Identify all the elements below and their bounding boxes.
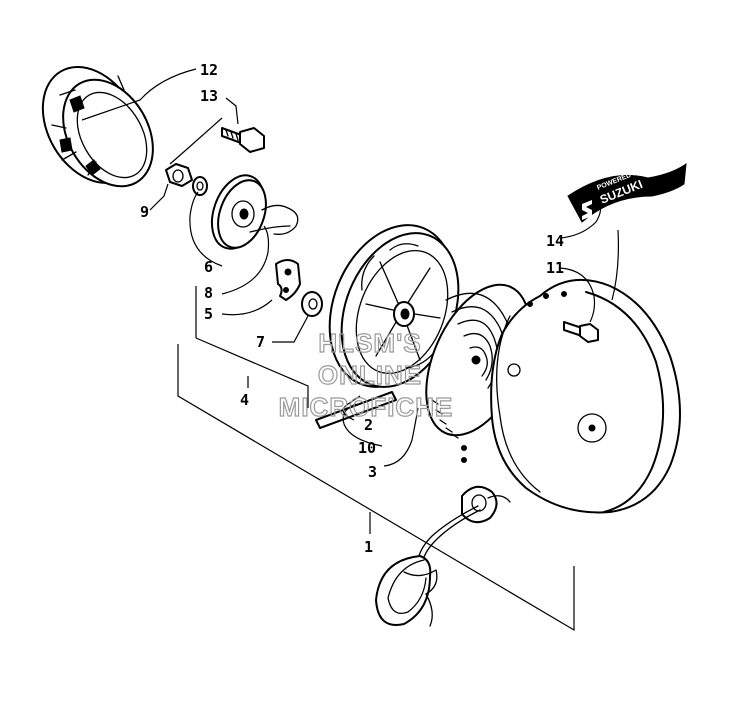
bolt-part-13[interactable] [221, 127, 265, 153]
callout-5: 5 [204, 305, 213, 323]
callout-14: 14 [546, 232, 564, 250]
ratchet-part-5[interactable] [275, 259, 301, 301]
callout-9: 9 [140, 203, 149, 221]
watermark-line-3: MICROFICHE [279, 392, 454, 422]
reel-part-2[interactable] [307, 206, 480, 405]
watermark-line-2: ONLINE [318, 360, 422, 390]
suzuki-decal-part-14[interactable]: POWERED BY SUZUKI [567, 162, 687, 223]
callout-13: 13 [200, 87, 218, 105]
bushing-part-7[interactable] [301, 291, 323, 317]
callout-8: 8 [204, 284, 213, 302]
leader-lines [81, 68, 619, 632]
watermark: HLSM'S ONLINE MICROFICHE [278, 327, 454, 422]
starter-cup-part-12[interactable] [23, 49, 171, 202]
friction-plate-part-8[interactable] [202, 168, 299, 256]
watermark-line-1: HLSM'S [318, 328, 421, 358]
callout-1: 1 [364, 538, 373, 556]
starter-housing-part-1[interactable] [461, 279, 681, 524]
callout-7: 7 [256, 333, 265, 351]
callout-2: 2 [364, 416, 373, 434]
washer-part-6[interactable] [192, 176, 208, 196]
callout-12: 12 [200, 61, 218, 79]
callout-4: 4 [240, 391, 249, 409]
callout-labels: 12 13 9 6 8 5 7 4 2 10 3 1 14 11 [140, 61, 564, 556]
callout-11: 11 [546, 259, 564, 277]
screw-part-11[interactable] [563, 321, 599, 343]
rope-part-10[interactable] [315, 391, 397, 429]
nut-part-9[interactable] [165, 163, 193, 187]
callout-6: 6 [204, 258, 213, 276]
callout-10: 10 [358, 439, 376, 457]
callout-3: 3 [368, 463, 377, 481]
starter-rope-handle[interactable] [375, 505, 481, 627]
